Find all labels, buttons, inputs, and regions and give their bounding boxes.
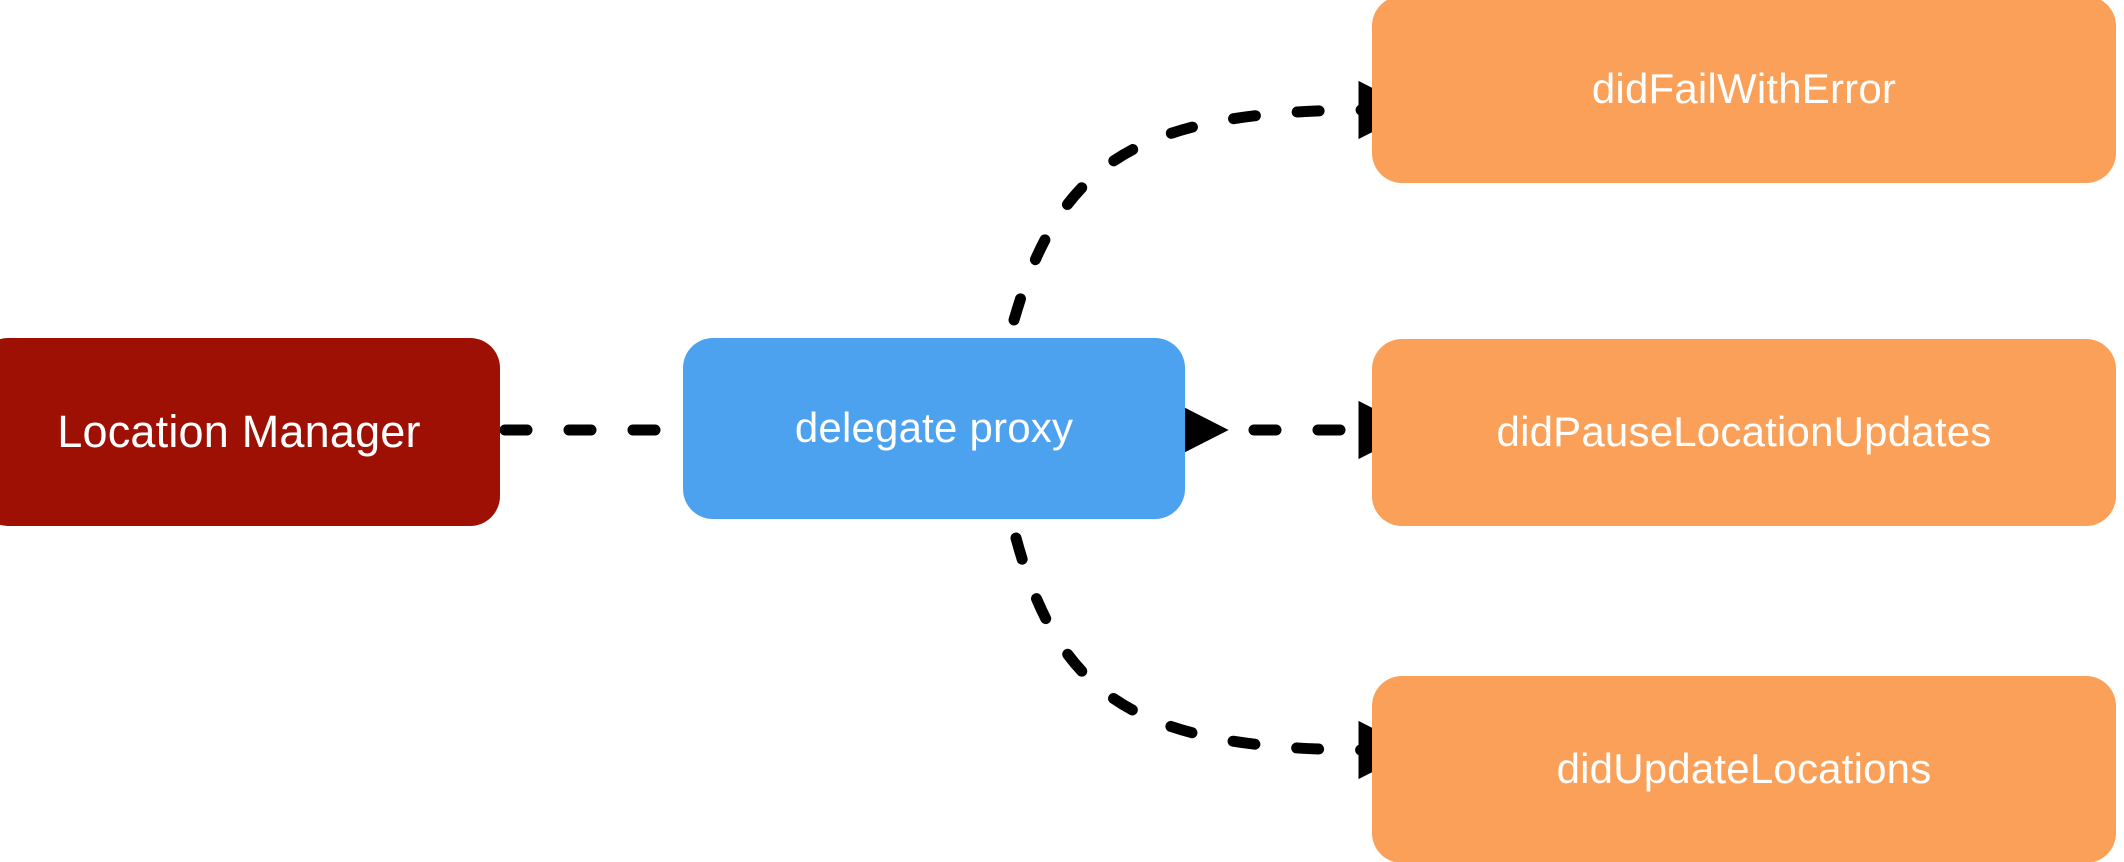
node-did-pause-location-updates-label: didPauseLocationUpdates [1496,408,1992,456]
node-did-fail-with-error-label: didFailWithError [1591,65,1897,113]
node-delegate-proxy-label: delegate proxy [794,404,1074,452]
node-did-fail-with-error[interactable]: didFailWithError [1372,0,2116,183]
node-location-manager[interactable]: Location Manager [0,338,500,526]
node-did-update-locations[interactable]: didUpdateLocations [1372,676,2116,862]
node-delegate-proxy[interactable]: delegate proxy [683,338,1185,519]
node-location-manager-label: Location Manager [57,406,421,458]
node-did-update-locations-label: didUpdateLocations [1556,745,1932,793]
edge-proxy-to-update [1010,532,1416,780]
edge-proxy-to-fail [1008,80,1416,326]
node-did-pause-location-updates[interactable]: didPauseLocationUpdates [1372,339,2116,526]
